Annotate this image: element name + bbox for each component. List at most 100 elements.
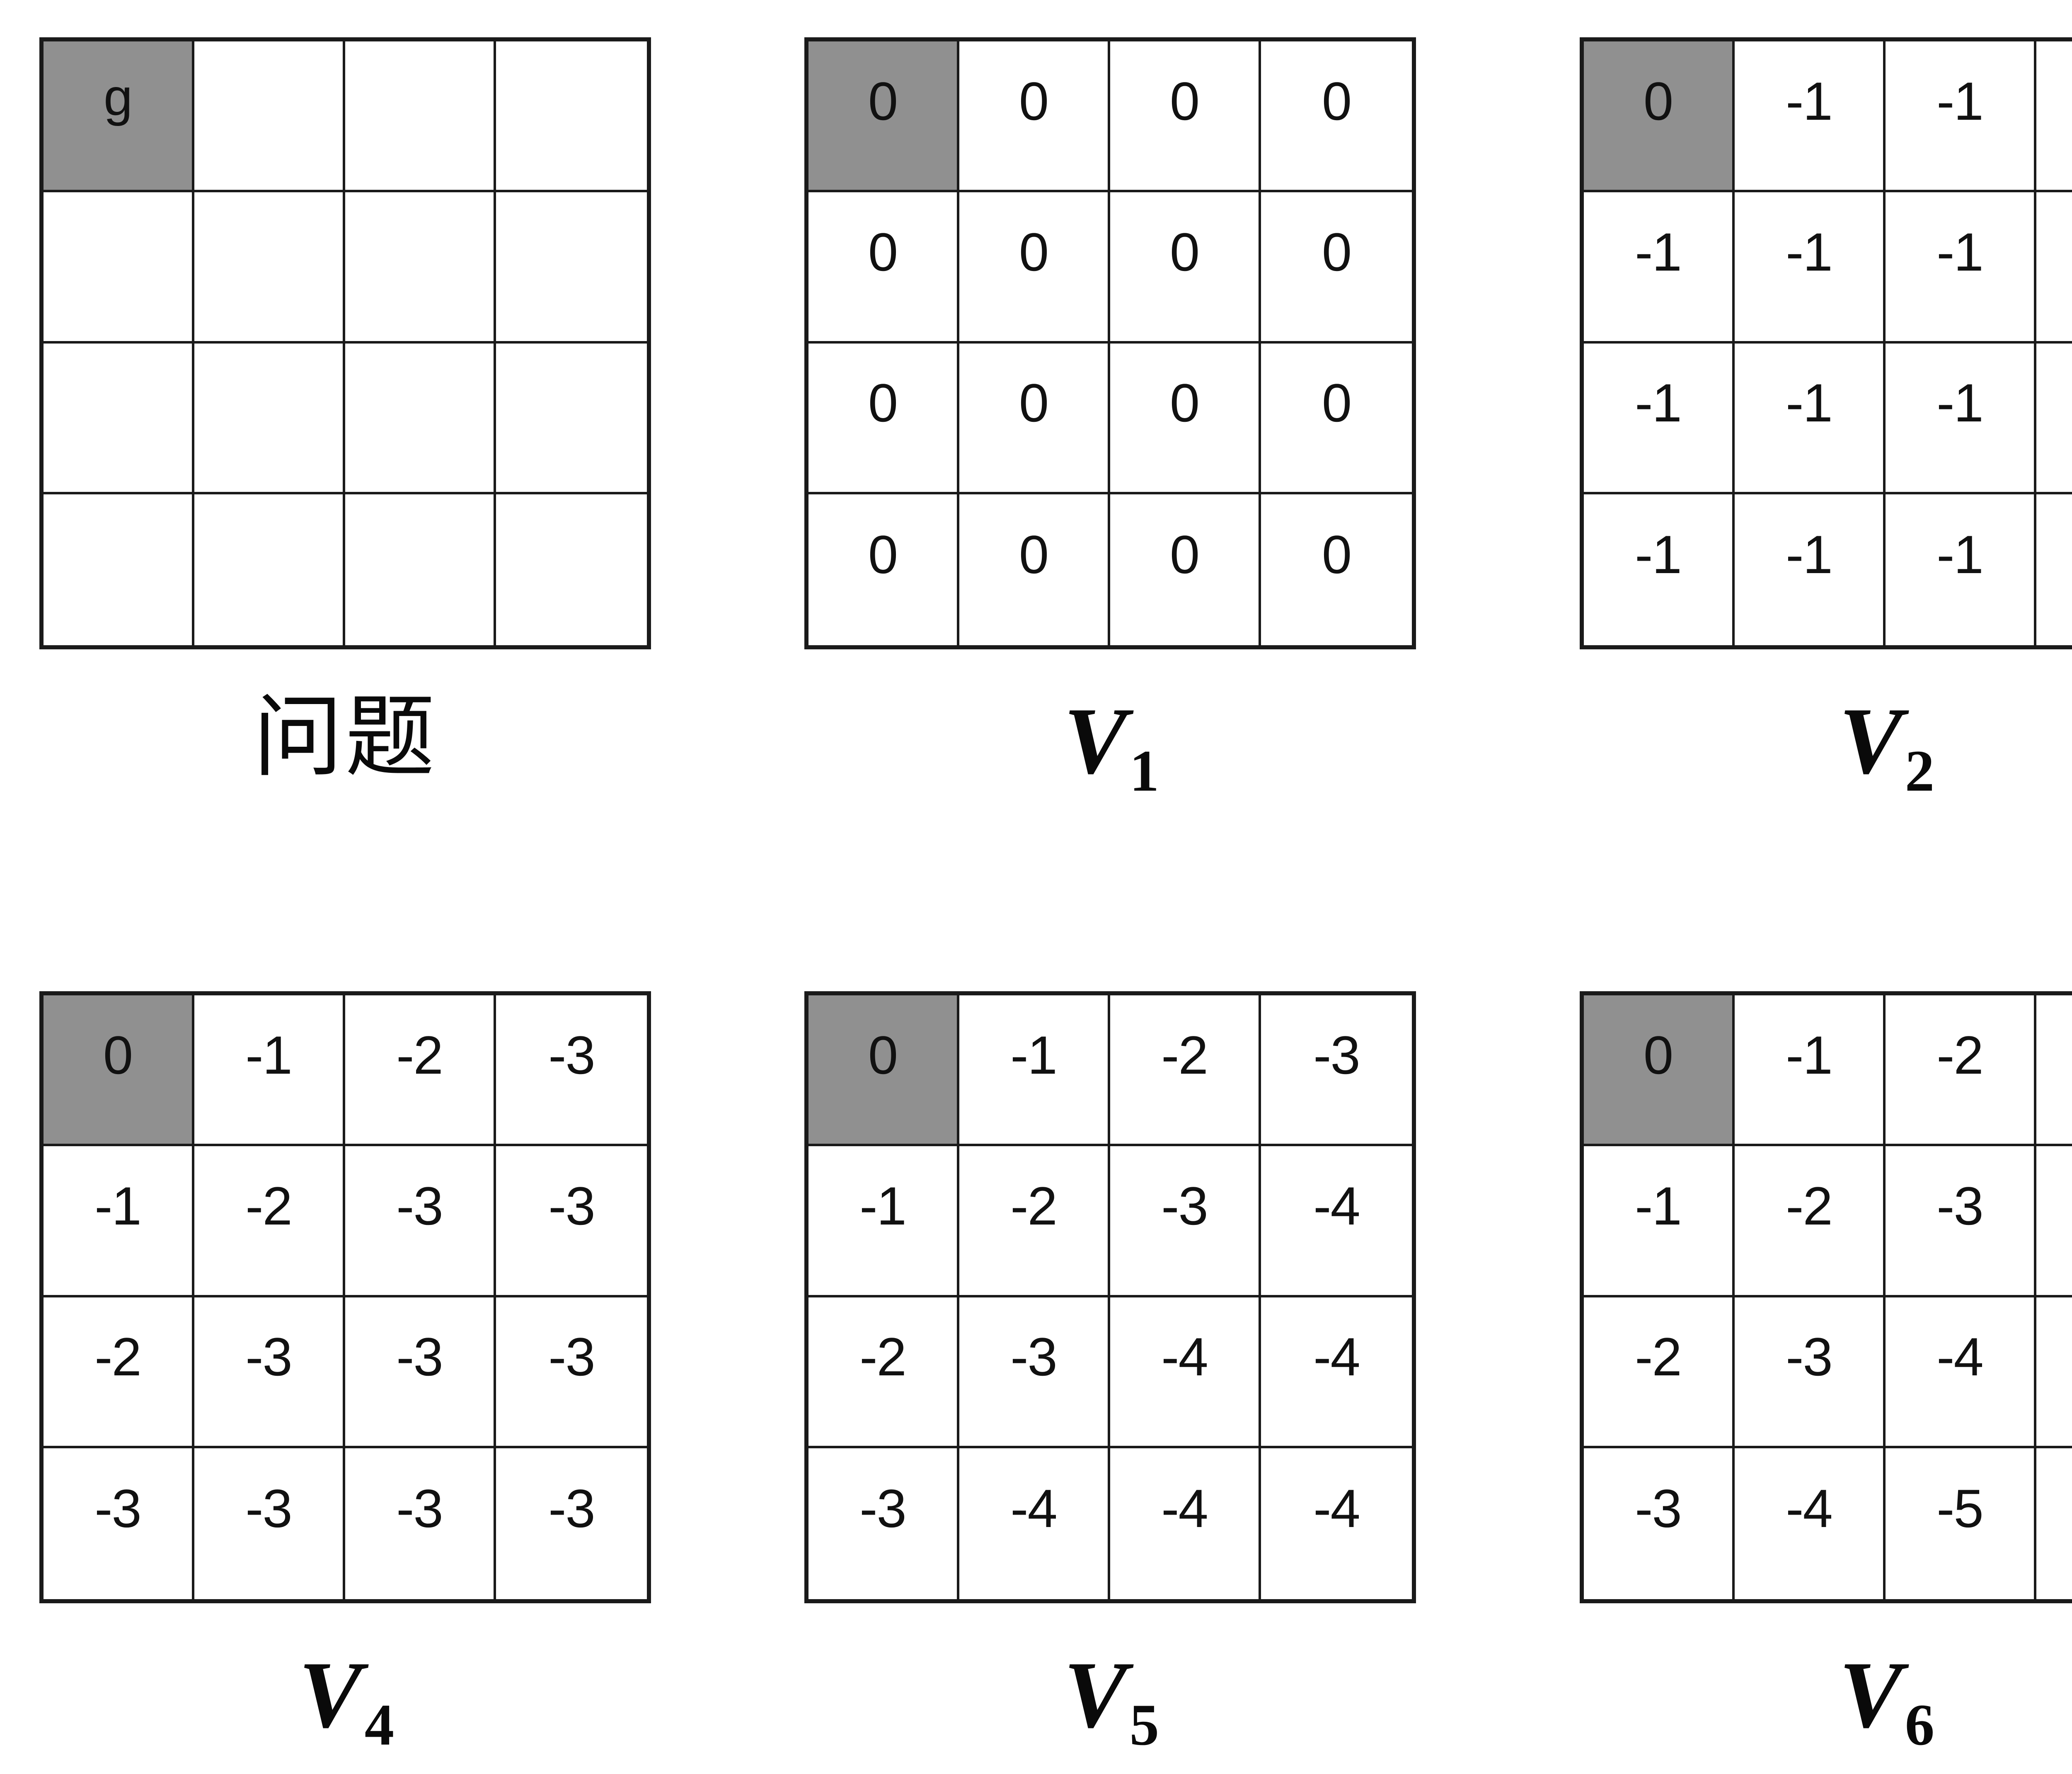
- grid-cell-v2-r1c3[interactable]: -1: [2036, 192, 2072, 344]
- grid-cell-v1-r0c3[interactable]: 0: [1261, 41, 1412, 193]
- goal-cell-v1-r0c0[interactable]: 0: [808, 41, 959, 193]
- grid-cell-v2-r3c3[interactable]: -1: [2036, 494, 2072, 645]
- goal-cell-v4-r0c0[interactable]: 0: [44, 995, 194, 1147]
- grid-cell-v6-r1c1[interactable]: -2: [1735, 1146, 1886, 1297]
- grid-cell-v2-r1c0[interactable]: -1: [1584, 192, 1735, 344]
- grid-cell-v5-r1c0[interactable]: -1: [808, 1146, 959, 1297]
- grid-cell-v4-r1c2[interactable]: -3: [345, 1146, 496, 1297]
- grid-cell-v4-r2c0[interactable]: -2: [44, 1297, 194, 1448]
- grid-cell-v2-r1c1[interactable]: -1: [1735, 192, 1886, 344]
- grid-cell-v4-r0c3[interactable]: -3: [496, 995, 647, 1147]
- grid-cell-v1-r1c2[interactable]: 0: [1110, 192, 1261, 344]
- grid-cell-problem-r2c1[interactable]: [194, 343, 345, 494]
- grid-cell-v1-r0c2[interactable]: 0: [1110, 41, 1261, 193]
- grid-cell-v5-r1c1[interactable]: -2: [959, 1146, 1110, 1297]
- grid-cell-v6-r1c0[interactable]: -1: [1584, 1146, 1735, 1297]
- grid-cell-problem-r1c0[interactable]: [44, 192, 194, 344]
- grid-cell-problem-r3c0[interactable]: [44, 494, 194, 645]
- grid-cell-v5-r2c1[interactable]: -3: [959, 1297, 1110, 1448]
- grid-cell-v5-r2c0[interactable]: -2: [808, 1297, 959, 1448]
- grid-cell-v2-r0c3[interactable]: -1: [2036, 41, 2072, 193]
- grid-cell-v4-r3c3[interactable]: -3: [496, 1448, 647, 1599]
- grid-cell-v2-r3c1[interactable]: -1: [1735, 494, 1886, 645]
- grid-cell-v1-r0c1[interactable]: 0: [959, 41, 1110, 193]
- grid-cell-problem-r2c0[interactable]: [44, 343, 194, 494]
- grid-cell-v2-r2c1[interactable]: -1: [1735, 343, 1886, 494]
- grid-cell-problem-r1c2[interactable]: [345, 192, 496, 344]
- grid-cell-v6-r1c2[interactable]: -3: [1886, 1146, 2036, 1297]
- grid-cell-problem-r2c2[interactable]: [345, 343, 496, 494]
- grid-cell-v1-r1c0[interactable]: 0: [808, 192, 959, 344]
- goal-cell-v5-r0c0[interactable]: 0: [808, 995, 959, 1147]
- grid-cell-v6-r3c1[interactable]: -4: [1735, 1448, 1886, 1599]
- goal-cell-problem-r0c0[interactable]: g: [44, 41, 194, 193]
- grid-cell-v4-r2c3[interactable]: -3: [496, 1297, 647, 1448]
- panel-label-symbol: V: [1839, 688, 1903, 794]
- grid-cell-v4-r0c2[interactable]: -2: [345, 995, 496, 1147]
- grid-cell-problem-r1c1[interactable]: [194, 192, 345, 344]
- grid-cell-v5-r1c2[interactable]: -3: [1110, 1146, 1261, 1297]
- grid-cell-problem-r2c3[interactable]: [496, 343, 647, 494]
- grid-cell-problem-r3c3[interactable]: [496, 494, 647, 645]
- grid-cell-v1-r2c3[interactable]: 0: [1261, 343, 1412, 494]
- grid-cell-v6-r2c0[interactable]: -2: [1584, 1297, 1735, 1448]
- grid-cell-v2-r2c2[interactable]: -1: [1886, 343, 2036, 494]
- grid-cell-v2-r0c2[interactable]: -1: [1886, 41, 2036, 193]
- grid-cell-v5-r0c3[interactable]: -3: [1261, 995, 1412, 1147]
- grid-cell-problem-r3c2[interactable]: [345, 494, 496, 645]
- grid-cell-v4-r3c1[interactable]: -3: [194, 1448, 345, 1599]
- grid-cell-problem-r1c3[interactable]: [496, 192, 647, 344]
- cell-value: 0: [1643, 70, 1673, 131]
- grid-cell-v6-r2c2[interactable]: -4: [1886, 1297, 2036, 1448]
- grid-cell-v2-r2c3[interactable]: -1: [2036, 343, 2072, 494]
- grid-cell-v5-r3c0[interactable]: -3: [808, 1448, 959, 1599]
- grid-cell-v2-r0c1[interactable]: -1: [1735, 41, 1886, 193]
- grid-cell-problem-r0c2[interactable]: [345, 41, 496, 193]
- grid-cell-v5-r0c2[interactable]: -2: [1110, 995, 1261, 1147]
- grid-cell-v5-r1c3[interactable]: -4: [1261, 1146, 1412, 1297]
- grid-cell-v4-r1c1[interactable]: -2: [194, 1146, 345, 1297]
- grid-cell-v5-r3c3[interactable]: -4: [1261, 1448, 1412, 1599]
- grid-cell-v6-r3c3[interactable]: -5: [2036, 1448, 2072, 1599]
- grid-cell-v4-r1c0[interactable]: -1: [44, 1146, 194, 1297]
- grid-cell-v6-r0c1[interactable]: -1: [1735, 995, 1886, 1147]
- grid-cell-v6-r3c2[interactable]: -5: [1886, 1448, 2036, 1599]
- grid-cell-v2-r3c0[interactable]: -1: [1584, 494, 1735, 645]
- grid-cell-v4-r2c1[interactable]: -3: [194, 1297, 345, 1448]
- grid-cell-v5-r3c1[interactable]: -4: [959, 1448, 1110, 1599]
- grid-cell-v4-r3c2[interactable]: -3: [345, 1448, 496, 1599]
- goal-cell-v6-r0c0[interactable]: 0: [1584, 995, 1735, 1147]
- grid-cell-v2-r3c2[interactable]: -1: [1886, 494, 2036, 645]
- grid-cell-v1-r2c0[interactable]: 0: [808, 343, 959, 494]
- grid-cell-v6-r2c1[interactable]: -3: [1735, 1297, 1886, 1448]
- grid-cell-v4-r3c0[interactable]: -3: [44, 1448, 194, 1599]
- grid-cell-v6-r3c0[interactable]: -3: [1584, 1448, 1735, 1599]
- grid-cell-v6-r0c3[interactable]: -3: [2036, 995, 2072, 1147]
- grid-cell-v1-r3c0[interactable]: 0: [808, 494, 959, 645]
- grid-cell-v6-r0c2[interactable]: -2: [1886, 995, 2036, 1147]
- grid-cell-v1-r1c3[interactable]: 0: [1261, 192, 1412, 344]
- grid-cell-v1-r3c1[interactable]: 0: [959, 494, 1110, 645]
- grid-cell-v5-r2c3[interactable]: -4: [1261, 1297, 1412, 1448]
- grid-cell-v1-r3c3[interactable]: 0: [1261, 494, 1412, 645]
- grid-cell-v4-r1c3[interactable]: -3: [496, 1146, 647, 1297]
- grid-cell-problem-r0c1[interactable]: [194, 41, 345, 193]
- grid-cell-v1-r1c1[interactable]: 0: [959, 192, 1110, 344]
- grid-cell-v4-r2c2[interactable]: -3: [345, 1297, 496, 1448]
- grid-cell-v1-r2c2[interactable]: 0: [1110, 343, 1261, 494]
- grid-cell-v5-r0c1[interactable]: -1: [959, 995, 1110, 1147]
- grid-cell-v4-r0c1[interactable]: -1: [194, 995, 345, 1147]
- grid-cell-v5-r3c2[interactable]: -4: [1110, 1448, 1261, 1599]
- grid-cell-v6-r2c3[interactable]: -5: [2036, 1297, 2072, 1448]
- grid-cell-v2-r2c0[interactable]: -1: [1584, 343, 1735, 494]
- grid-cell-v2-r1c2[interactable]: -1: [1886, 192, 2036, 344]
- grid-cell-v5-r2c2[interactable]: -4: [1110, 1297, 1261, 1448]
- grid-cell-problem-r3c1[interactable]: [194, 494, 345, 645]
- grid-cell-v1-r2c1[interactable]: 0: [959, 343, 1110, 494]
- cell-value: -1: [1786, 1024, 1833, 1085]
- grid-cell-v6-r1c3[interactable]: -4: [2036, 1146, 2072, 1297]
- grid-cell-v1-r3c2[interactable]: 0: [1110, 494, 1261, 645]
- grid-cell-problem-r0c3[interactable]: [496, 41, 647, 193]
- goal-cell-v2-r0c0[interactable]: 0: [1584, 41, 1735, 193]
